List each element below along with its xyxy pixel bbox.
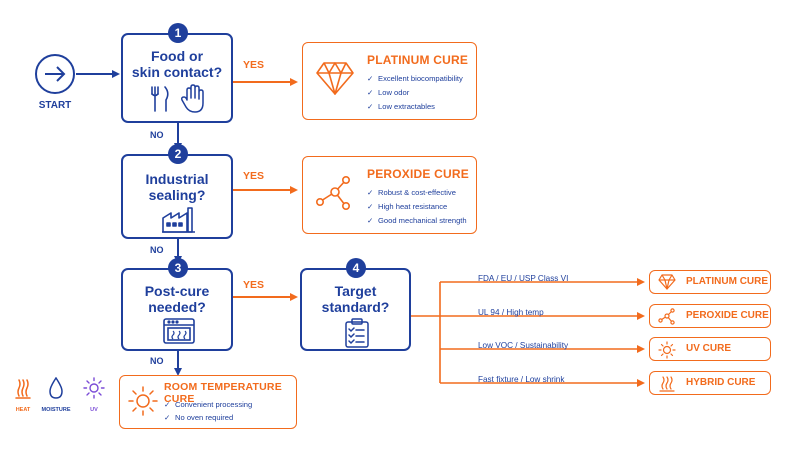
standard-result-uv[interactable]: UV CURE xyxy=(649,337,771,361)
question-4-title-line2: standard? xyxy=(321,299,390,315)
molecule-icon xyxy=(315,175,350,210)
clipboard-checklist-icon xyxy=(345,318,369,348)
branch-condition-3: Low VOC / Sustainability xyxy=(478,341,569,350)
heat-icon xyxy=(659,376,675,392)
peroxide-cure-title: PEROXIDE CURE xyxy=(367,167,469,181)
droplet-icon xyxy=(49,377,63,399)
question-2-title-line2: sealing? xyxy=(148,187,206,203)
standard-result-platinum-label: PLATINUM CURE xyxy=(686,276,769,287)
branch-condition-1: FDA / EU / USP Class VI xyxy=(478,274,569,283)
step-1-badge: 1 xyxy=(168,23,188,43)
step-2-badge: 2 xyxy=(168,144,188,164)
standard-result-peroxide-label: PEROXIDE CURE xyxy=(686,310,769,321)
legend-uv-label: UV xyxy=(90,407,98,413)
branch-condition-2: UL 94 / High temp xyxy=(478,308,544,317)
room-temperature-cure-box[interactable]: ROOM TEMPERATURE CURE ✓Convenient proces… xyxy=(119,375,297,429)
standard-result-peroxide[interactable]: PEROXIDE CURE xyxy=(649,304,771,328)
legend-moisture-label: MOISTURE xyxy=(41,407,71,413)
q2-no-label: NO xyxy=(150,245,164,255)
sun-icon xyxy=(658,341,676,359)
platinum-cure-title: PLATINUM CURE xyxy=(367,53,469,67)
question-4-title-line1: Target xyxy=(334,283,377,299)
step-4-badge: 4 xyxy=(346,258,366,278)
question-1-title-line1: Food or xyxy=(150,48,204,64)
question-4-box[interactable]: Target standard? xyxy=(300,268,411,351)
cutlery-icon xyxy=(151,86,169,112)
platinum-feature-1: ✓Excellent biocompatibility xyxy=(367,74,463,83)
question-2-box[interactable]: Industrial sealing? xyxy=(121,154,233,239)
sun-icon xyxy=(83,377,105,399)
q3-no-label: NO xyxy=(150,356,164,366)
q1-no-label: NO xyxy=(150,130,164,140)
question-1-box[interactable]: Food or skin contact? xyxy=(121,33,233,123)
q3-yes-label: YES xyxy=(243,279,265,291)
peroxide-cure-box[interactable]: PEROXIDE CURE ✓Robust & cost-effective ✓… xyxy=(302,156,477,234)
peroxide-feature-2: ✓High heat resistance xyxy=(367,202,448,211)
legend-heat-label: HEAT xyxy=(15,407,31,413)
platinum-cure-box[interactable]: PLATINUM CURE ✓Excellent biocompatibilit… xyxy=(302,42,477,120)
hand-icon xyxy=(181,84,204,113)
standard-result-platinum[interactable]: PLATINUM CURE xyxy=(649,270,771,294)
start-arrow-icon xyxy=(35,54,75,94)
room-temperature-cure-title: ROOM TEMPERATURE CURE xyxy=(164,381,282,405)
question-3-box[interactable]: Post-cure needed? xyxy=(121,268,233,351)
platinum-feature-3: ✓Low extractables xyxy=(367,102,435,111)
branch-condition-4: Fast fixture / Low shrink xyxy=(478,375,565,384)
room-temp-feature-2: ✓No oven required xyxy=(164,413,234,422)
platinum-feature-2: ✓Low odor xyxy=(367,88,410,97)
factory-icon xyxy=(162,207,195,233)
q2-yes-label: YES xyxy=(243,170,265,182)
peroxide-feature-3: ✓Good mechanical strength xyxy=(367,216,467,225)
diamond-icon xyxy=(316,62,354,95)
heat-icon xyxy=(15,379,31,399)
peroxide-feature-1: ✓Robust & cost-effective xyxy=(367,188,456,197)
oven-icon xyxy=(163,318,195,344)
molecule-icon xyxy=(658,308,675,325)
diamond-icon xyxy=(658,274,676,290)
sun-icon xyxy=(128,386,158,416)
step-3-badge: 3 xyxy=(168,258,188,278)
q1-yes-label: YES xyxy=(243,59,265,71)
room-temp-feature-1: ✓Convenient processing xyxy=(164,400,253,409)
question-3-title-line2: needed? xyxy=(148,299,206,315)
question-1-title-line2: skin contact? xyxy=(131,64,223,80)
start-label: START xyxy=(38,100,72,111)
question-2-title-line1: Industrial xyxy=(145,171,209,187)
standard-result-uv-label: UV CURE xyxy=(686,343,732,354)
question-3-title-line1: Post-cure xyxy=(144,283,210,299)
standard-result-hybrid-label: HYBRID CURE xyxy=(686,377,756,388)
standard-result-hybrid[interactable]: HYBRID CURE xyxy=(649,371,771,395)
